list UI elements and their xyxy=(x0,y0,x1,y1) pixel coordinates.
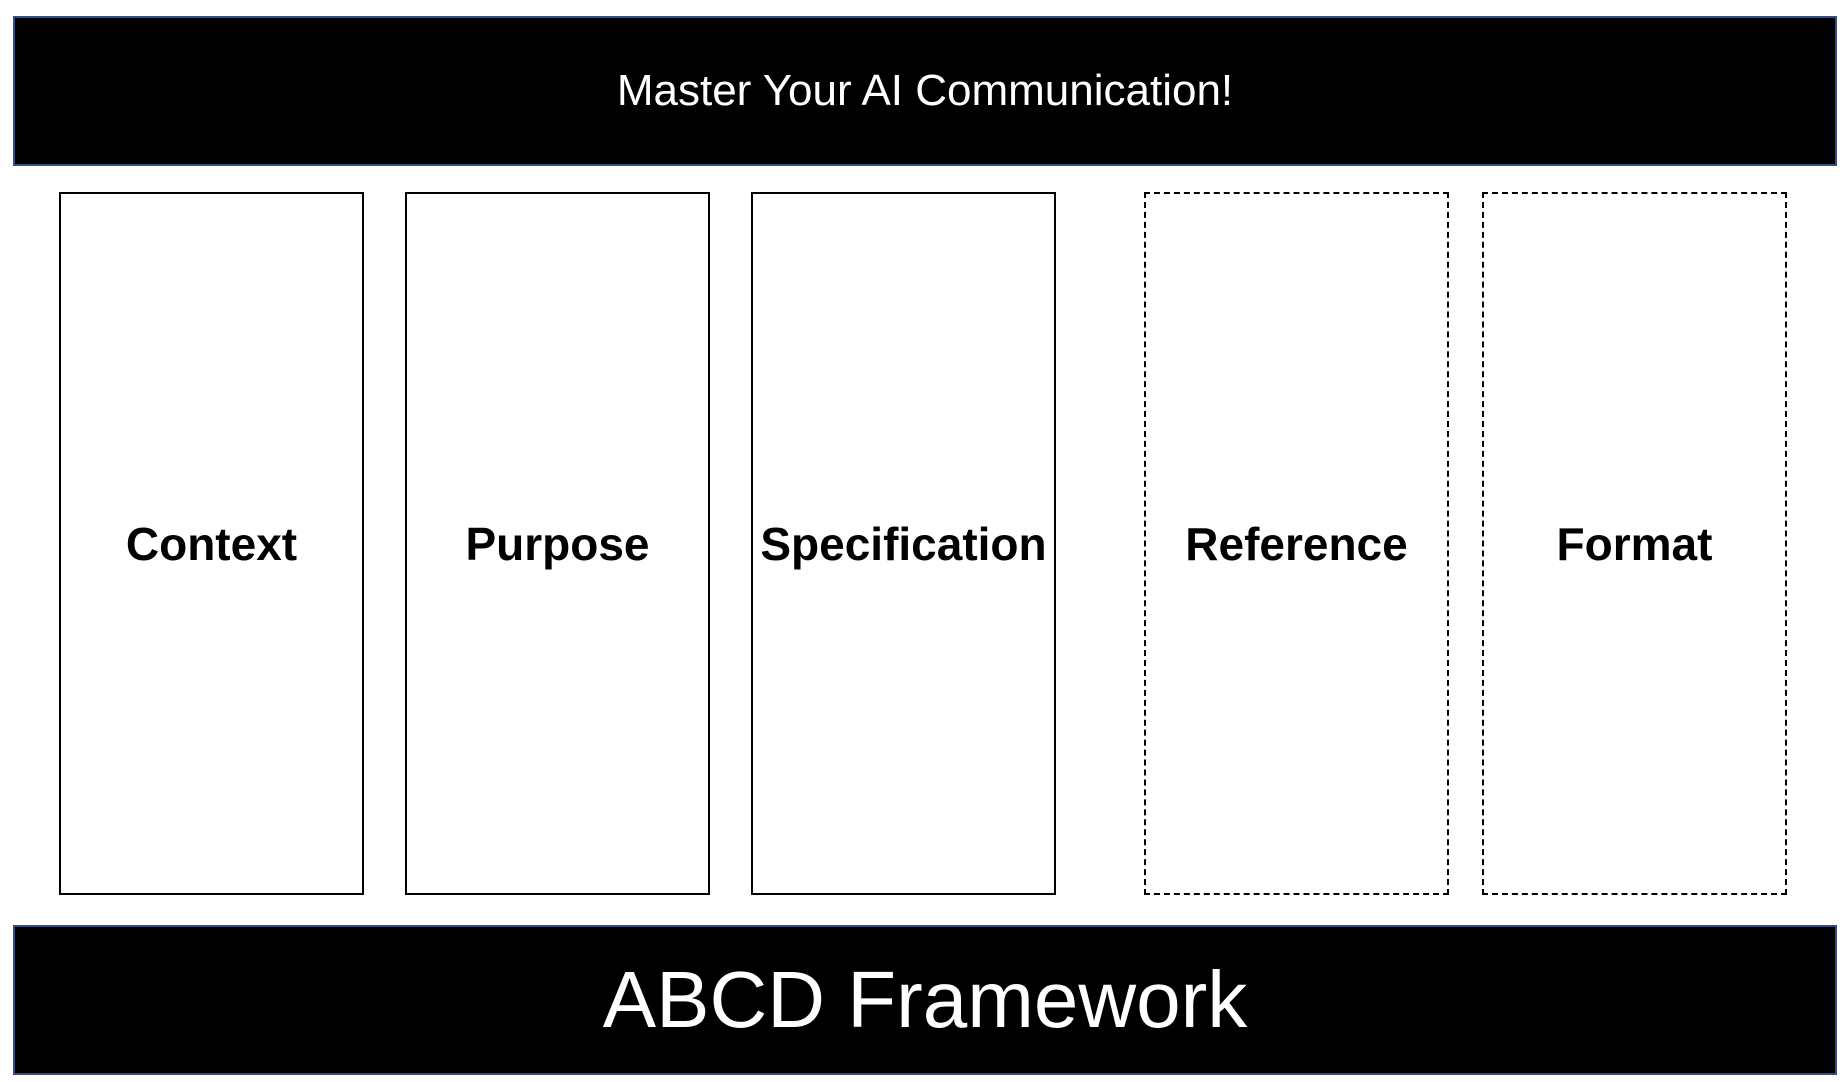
footer-banner: ABCD Framework xyxy=(13,925,1837,1075)
framework-title: ABCD Framework xyxy=(602,955,1248,1044)
specification-label: Specification xyxy=(760,517,1047,570)
format-box: Format xyxy=(1482,192,1787,895)
context-label: Context xyxy=(125,517,298,570)
header-banner: Master Your AI Communication! xyxy=(13,16,1837,166)
reference-label: Reference xyxy=(1185,517,1408,570)
header-title: Master Your AI Communication! xyxy=(616,66,1234,115)
reference-box: Reference xyxy=(1144,192,1449,895)
specification-box: Specification xyxy=(751,192,1056,895)
purpose-label: Purpose xyxy=(465,517,650,570)
purpose-box: Purpose xyxy=(405,192,710,895)
context-box: Context xyxy=(59,192,364,895)
format-label: Format xyxy=(1556,517,1713,570)
